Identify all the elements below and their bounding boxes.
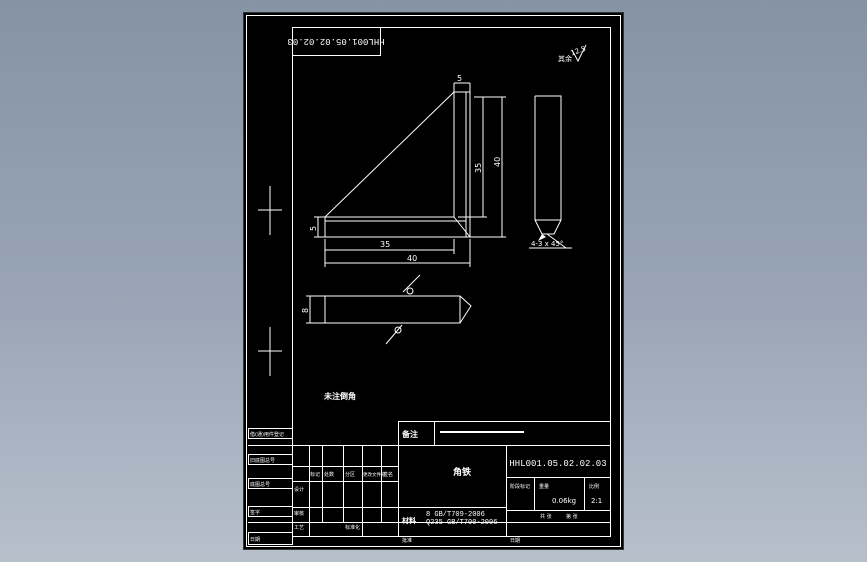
drawing-canvas[interactable]: HHL001.05.02.02.03 12.5 其余 5 35 40 5 35 … bbox=[244, 13, 623, 549]
cad-viewport[interactable]: HHL001.05.02.02.03 12.5 其余 5 35 40 5 35 … bbox=[243, 12, 624, 550]
dim-thickness-top: 5 bbox=[457, 74, 462, 83]
roughness-value: 12.5 bbox=[570, 45, 587, 58]
chamfer-arrow-icon bbox=[538, 234, 546, 241]
left-box-5 bbox=[248, 532, 293, 545]
left-box-3 bbox=[248, 478, 293, 489]
left-box-1 bbox=[248, 428, 293, 439]
standard-label: 标准化 bbox=[345, 524, 360, 531]
sign-label: 签名 bbox=[383, 471, 393, 478]
roughness-icon bbox=[571, 44, 587, 63]
left-label-1: 借(通)用件登记 bbox=[250, 431, 284, 438]
material-spec-1: 8 GB/T709-2006 bbox=[426, 511, 485, 519]
sheet-total: 共 张 bbox=[540, 513, 552, 520]
dim-length-inner: 35 bbox=[380, 240, 390, 249]
dim-height-outer: 40 bbox=[493, 157, 502, 167]
approve-label: 批准 bbox=[402, 537, 412, 544]
front-view bbox=[314, 82, 506, 267]
chamfer-note: 4-3 x 45° bbox=[531, 240, 563, 248]
left-box-2 bbox=[248, 454, 293, 465]
date-label: 日期 bbox=[510, 538, 520, 544]
scale-value: 2:1 bbox=[591, 497, 602, 505]
material-spec-2: Q235 GB/T700-2006 bbox=[426, 519, 497, 527]
zone-label: 分区 bbox=[345, 471, 355, 478]
stage-label: 阶段标记 bbox=[510, 483, 530, 490]
scale-label: 比例 bbox=[589, 483, 599, 490]
roughness-note: 其余 bbox=[558, 54, 572, 63]
inner-frame bbox=[292, 27, 611, 537]
dim-thickness-left: 5 bbox=[309, 226, 318, 231]
side-view bbox=[529, 95, 572, 249]
bottom-view bbox=[306, 274, 472, 345]
left-box-4 bbox=[248, 506, 293, 517]
material-label: 材料 bbox=[401, 516, 416, 525]
rotated-drawing-code: HHL001.05.02.02.03 bbox=[287, 36, 384, 46]
left-label-2: 旧底图总号 bbox=[250, 457, 275, 464]
update-label: 更改文件号 bbox=[363, 471, 386, 478]
drawing-number: HHL001.05.02.02.03 bbox=[509, 459, 606, 469]
dim-width-side: 8 bbox=[301, 308, 310, 313]
review-label: 审核 bbox=[294, 510, 304, 517]
left-label-3: 底图总号 bbox=[250, 481, 270, 488]
left-label-4: 签字 bbox=[250, 509, 260, 516]
left-label-5: 日期 bbox=[250, 537, 260, 543]
tech-requirement: 未注倒角 bbox=[323, 391, 356, 401]
note-bar bbox=[440, 431, 524, 433]
dim-height-inner: 35 bbox=[474, 163, 483, 173]
sheet-number: 第 张 bbox=[566, 513, 578, 520]
code-box bbox=[292, 27, 381, 56]
dim-length-outer: 40 bbox=[407, 254, 417, 263]
outer-frame bbox=[246, 15, 621, 547]
process-label: 工艺 bbox=[294, 525, 304, 531]
weight-label: 重量 bbox=[539, 483, 549, 490]
count-label: 处数 bbox=[324, 471, 334, 478]
part-name: 角铁 bbox=[453, 466, 471, 478]
note-label: 备注 bbox=[401, 429, 418, 439]
mark-label: 标记 bbox=[310, 471, 320, 478]
weight-value: 0.06kg bbox=[552, 497, 576, 505]
design-label: 设计 bbox=[294, 486, 304, 493]
title-block bbox=[248, 421, 610, 536]
